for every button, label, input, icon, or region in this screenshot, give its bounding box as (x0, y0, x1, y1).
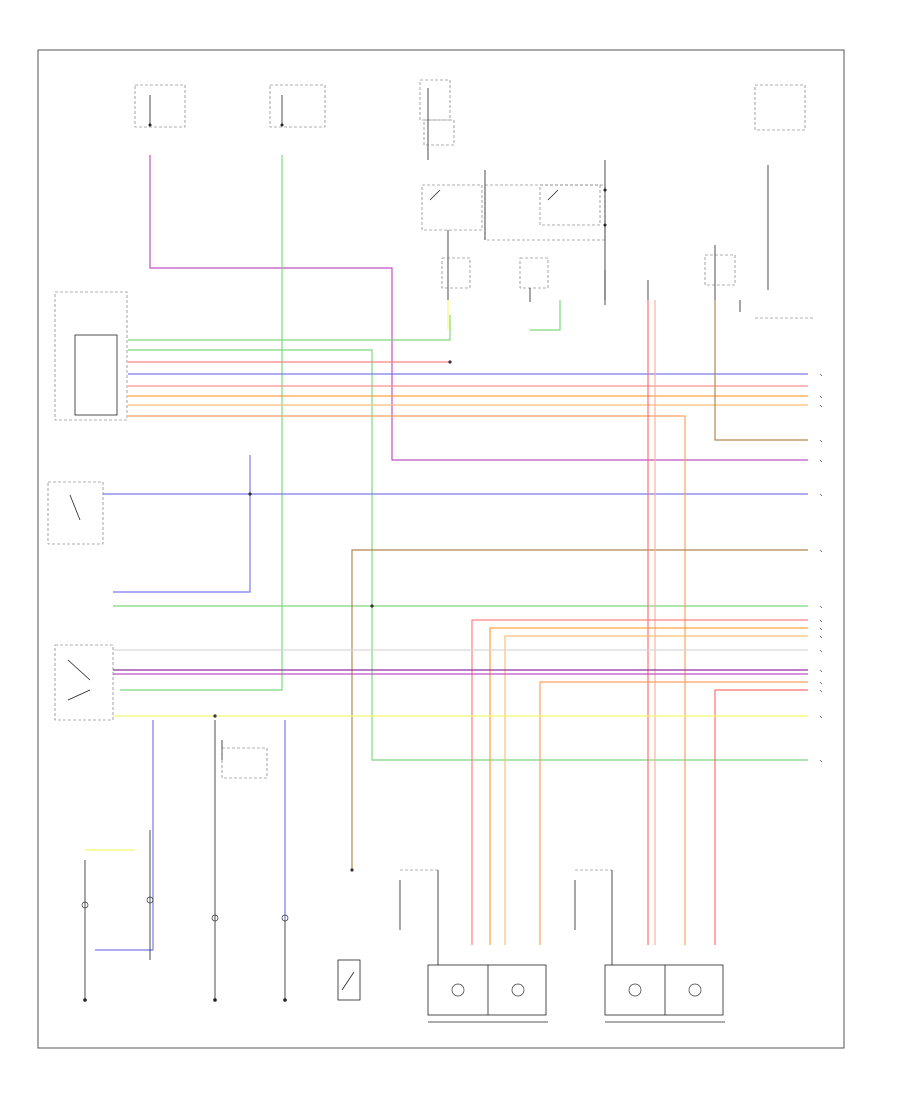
wire-brown-upper (714, 300, 808, 441)
wire-blue-switch (113, 455, 251, 593)
lower-fuses (441, 245, 815, 319)
wire-green (120, 155, 283, 691)
fuse-box-driver (269, 84, 326, 128)
wire-green-h1 (128, 315, 451, 341)
wire-green-h2 (128, 349, 808, 761)
diagram-frame (37, 49, 845, 1049)
wire-pink-right-3 (471, 619, 808, 945)
right-headlight (574, 869, 725, 1023)
wire-pink-right-4 (714, 689, 808, 945)
wire-orange-right-3 (539, 681, 808, 945)
right-edge-ticks (819, 373, 823, 763)
parking-brake-switch (337, 959, 361, 1001)
wire-blue-left-lamps (95, 720, 154, 951)
passenger-underdash-fuse-box (47, 481, 104, 545)
fuse-box-center (419, 79, 455, 160)
daytime-light-relay-block (421, 160, 607, 300)
wire-orange-3 (128, 415, 686, 945)
wire-orange-right-1 (489, 627, 808, 945)
wire-green-short (530, 300, 561, 331)
headlight-switch-block (54, 644, 114, 721)
passenger-dash-fuse-box-connector (54, 291, 128, 421)
junction-dots (213, 360, 452, 872)
lamp-feed-lines (81, 720, 289, 1002)
fuse-box-passenger (134, 84, 186, 128)
wire-violet (149, 155, 808, 461)
wire-brown-mid (351, 549, 808, 870)
left-headlight (399, 869, 548, 1023)
under-hood-fuse-box (754, 84, 806, 290)
wire-orange-right-2 (504, 635, 808, 945)
